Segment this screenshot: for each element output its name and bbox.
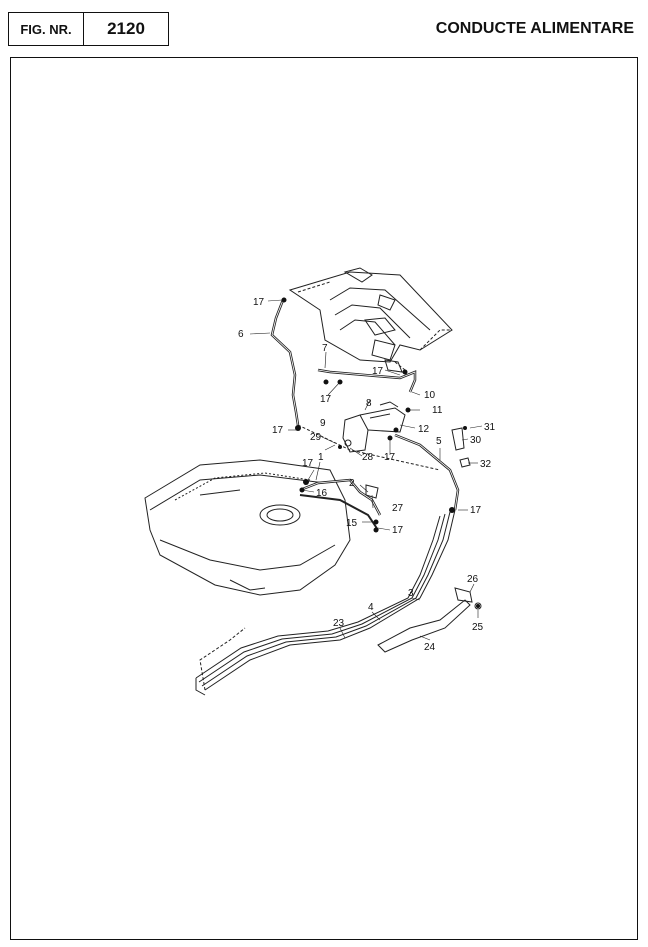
callout-17: 17 bbox=[272, 425, 284, 436]
callout-3: 3 bbox=[408, 588, 414, 599]
callout-4: 4 bbox=[368, 602, 374, 613]
screw-25 bbox=[474, 602, 482, 610]
callout-23: 23 bbox=[333, 618, 345, 629]
callout-12: 12 bbox=[418, 424, 430, 435]
callout-15: 15 bbox=[346, 518, 358, 529]
callout-26: 26 bbox=[467, 574, 479, 585]
callout-10: 10 bbox=[424, 390, 436, 401]
callout-17: 17 bbox=[320, 394, 332, 405]
callout-17: 17 bbox=[392, 525, 404, 536]
callout-32: 32 bbox=[480, 459, 492, 470]
callout-1: 1 bbox=[318, 452, 324, 463]
figure-number-box: FIG. NR. 2120 bbox=[8, 12, 169, 46]
callout-6: 6 bbox=[238, 329, 244, 340]
clip-32 bbox=[459, 457, 471, 468]
callout-17: 17 bbox=[302, 458, 314, 469]
callout-25: 25 bbox=[472, 622, 484, 633]
callout-27: 27 bbox=[392, 503, 404, 514]
fuel-line-5 bbox=[394, 433, 460, 511]
fuel-tank-drawing bbox=[144, 459, 351, 596]
callout-2: 2 bbox=[349, 478, 355, 489]
fuel-line-7 bbox=[317, 368, 417, 393]
callout-16: 16 bbox=[316, 488, 328, 499]
callout-7: 7 bbox=[322, 343, 328, 354]
callout-17: 17 bbox=[372, 366, 384, 377]
figure-label: FIG. NR. bbox=[9, 13, 84, 45]
underbody-fuel-lines bbox=[195, 509, 456, 696]
callout-17: 17 bbox=[384, 452, 396, 463]
callout-24: 24 bbox=[424, 642, 436, 653]
callout-30: 30 bbox=[470, 435, 482, 446]
callout-28: 28 bbox=[362, 452, 374, 463]
page-title: CONDUCTE ALIMENTARE bbox=[435, 20, 634, 37]
callout-29: 29 bbox=[310, 432, 322, 443]
callout-17: 17 bbox=[470, 505, 482, 516]
bracket-26 bbox=[454, 587, 473, 603]
callout-17: 17 bbox=[253, 297, 265, 308]
fuel-filter-assembly bbox=[342, 401, 406, 453]
callout-11: 11 bbox=[432, 405, 443, 416]
intake-manifold-drawing bbox=[288, 267, 453, 373]
callout-31: 31 bbox=[484, 422, 496, 433]
bracket-24 bbox=[377, 599, 471, 653]
callout-9: 9 bbox=[320, 418, 326, 429]
callout-5: 5 bbox=[436, 436, 442, 447]
figure-number: 2120 bbox=[107, 19, 145, 38]
diagram-frame bbox=[10, 57, 638, 940]
callout-8: 8 bbox=[366, 398, 372, 409]
fuel-line-2 bbox=[299, 494, 379, 531]
bracket-30 bbox=[451, 427, 465, 451]
